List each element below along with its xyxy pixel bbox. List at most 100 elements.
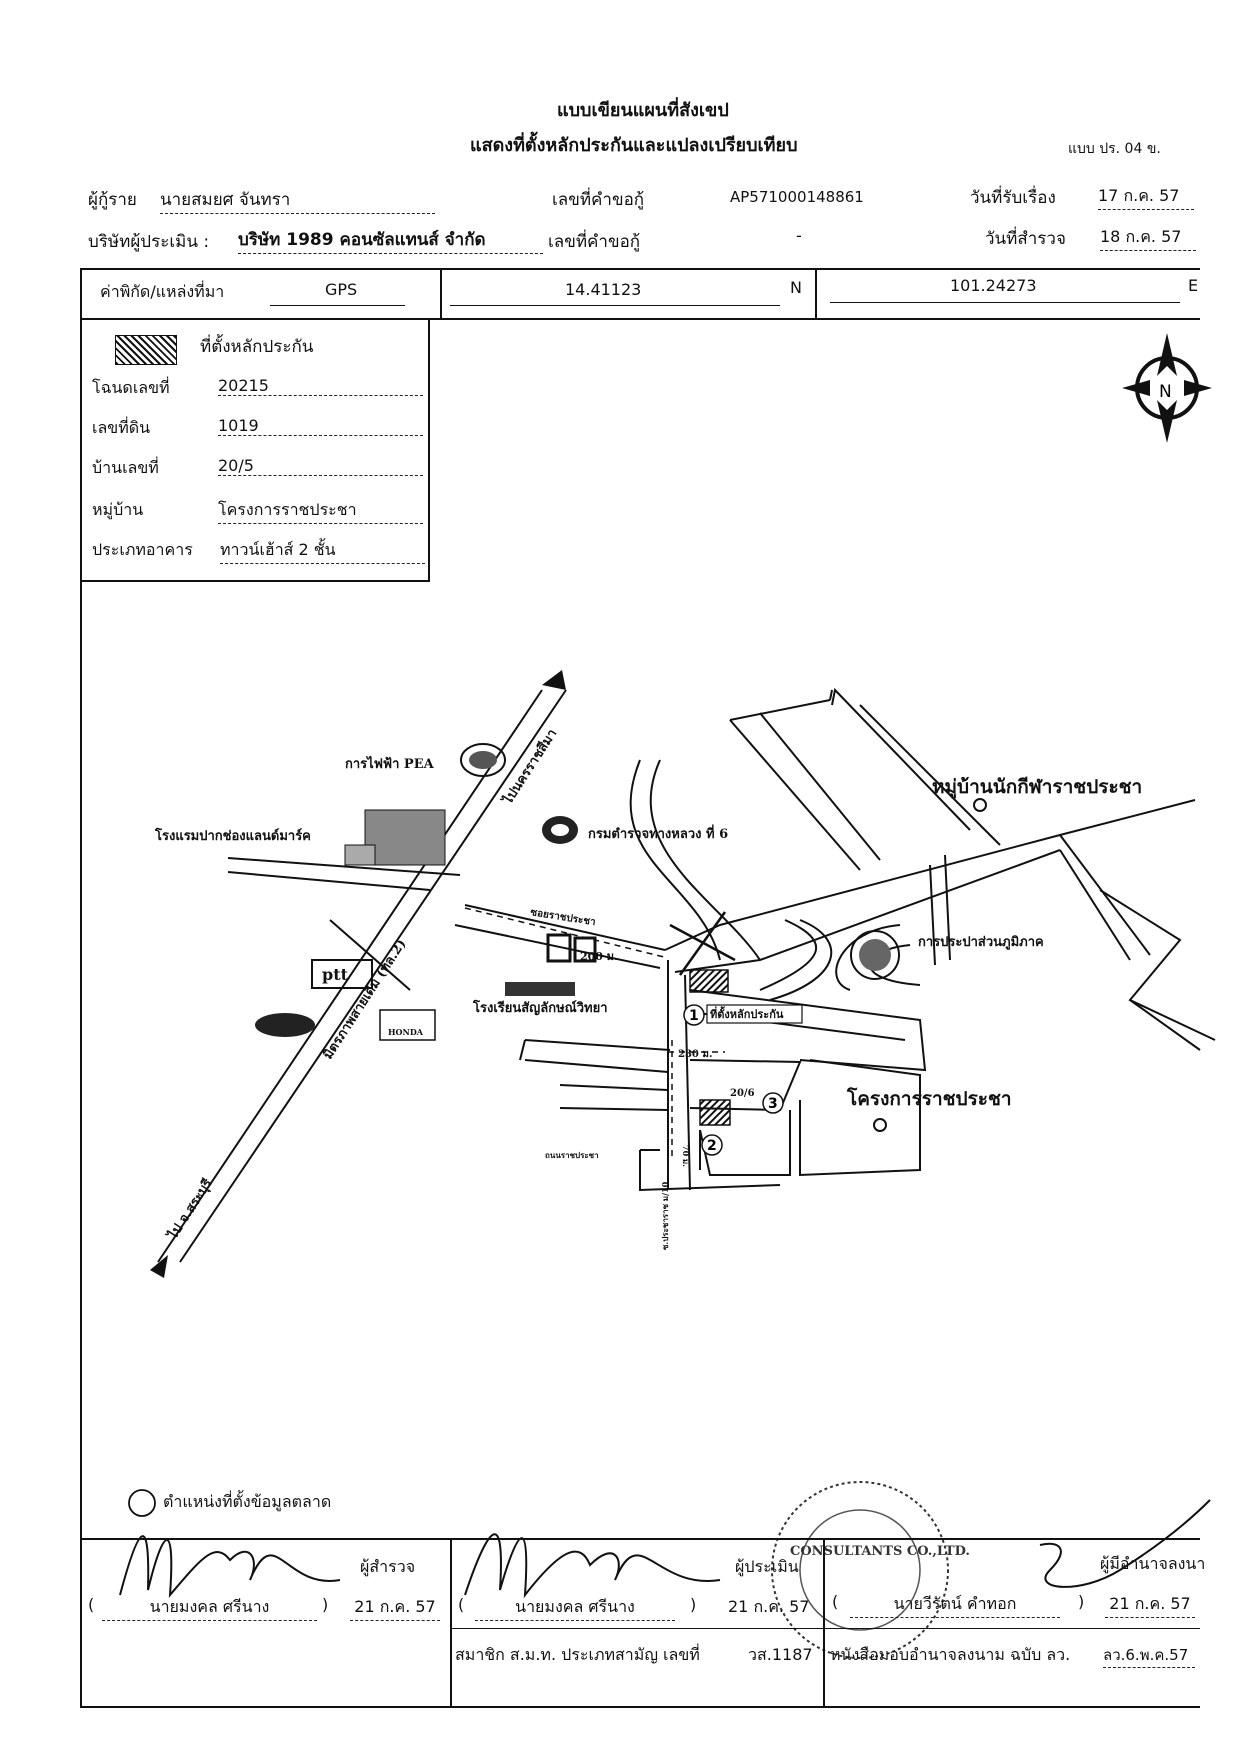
received-date: 17 ก.ค. 57 [1098, 184, 1194, 210]
compass-north-icon: N [1122, 333, 1212, 443]
legend-row-value: 20/5 [218, 456, 423, 476]
member-no: วส.1187 [748, 1645, 813, 1664]
label-to-korat: ไปนครราชสีมา [498, 726, 560, 809]
coords-label: ค่าพิกัด/แหล่งที่มา [100, 282, 225, 301]
coords-source: GPS [325, 280, 358, 299]
borrower-name: นายสมยศ จันทรา [160, 186, 435, 214]
company-stamp-icon: CONSULTANTS CO.,LTD. [771, 1481, 970, 1659]
project-marker-icon [873, 1118, 887, 1132]
coords-divider [80, 318, 1200, 320]
label-dist-70: 70 ม. [681, 1145, 691, 1167]
hotel-building-icon [344, 809, 446, 866]
coords-lat: 14.41123 [565, 280, 642, 299]
appraiser-sign-name: นายมงคล ศรีนาง [475, 1595, 675, 1621]
authorized-label: ผู้มีอำนาจลงนา [1100, 1554, 1206, 1573]
collateral-plot [689, 969, 729, 993]
marker-2 [701, 1134, 723, 1156]
label-honda: HONDA [388, 1027, 424, 1037]
appraiser-sign-label: ผู้ประเมิน [735, 1557, 799, 1576]
pea-logo-icon [460, 743, 506, 777]
appraiser-sign-date: 21 ก.ค. 57 [728, 1597, 810, 1616]
loan-no-2-label: เลขที่คำขอกู้ [548, 232, 641, 252]
label-soi: ซอยราชประชา [530, 906, 597, 928]
label-to-saraburi: ไป จ.สระบุรี [163, 1175, 216, 1243]
label-dist-200: 200 ม. [580, 950, 618, 963]
school-building-icon [505, 933, 597, 996]
legend-box-bottom [80, 580, 430, 582]
marker-3-label: 3 [768, 1096, 778, 1112]
label-village-top: หมู่บ้านนักกีฬาราชประชา [932, 776, 1142, 799]
legend-row-label: เลขที่ดิน [92, 418, 151, 437]
distance-lines [464, 907, 725, 1160]
appraiser-company: บริษัท 1989 คอนซัลแทนส์ จำกัด [238, 226, 543, 254]
village-marker-icon [973, 798, 987, 812]
document-subtitle: แสดงที่ตั้งหลักประกันและแปลงเปรียบเทียบ [470, 135, 798, 156]
surveyor-label: ผู้สำรวจ [360, 1557, 416, 1576]
legend-row-value: โครงการราชประชา [218, 498, 423, 524]
signature-divider-1 [450, 1538, 452, 1708]
marker-1-label: 1 [689, 1008, 699, 1024]
legend-row-value: 20215 [218, 376, 423, 396]
arrow-north-icon [542, 670, 566, 690]
collateral-legend-label: ที่ตั้งหลักประกัน [200, 337, 314, 357]
label-dist-230: 230 ม. [678, 1049, 712, 1060]
signature-surveyor-icon [119, 1535, 341, 1598]
loan-no-label: เลขที่คำขอกู้ [552, 190, 645, 210]
arrow-south-icon [150, 1255, 168, 1278]
highway-road [157, 689, 567, 1263]
police-badge-icon [542, 816, 578, 844]
form-code: แบบ ปร. 04 ข. [1068, 141, 1161, 157]
legend-row-label: บ้านเลขที่ [92, 458, 159, 477]
legend-row-label: หมู่บ้าน [92, 500, 144, 519]
water-authority-logo-icon [850, 930, 900, 980]
label-road-rajpracha: ถนนราชประชา [545, 1150, 599, 1160]
loan-no: AP571000148861 [730, 188, 864, 206]
market-note: ตำแหน่งที่ตั้งข้อมูลตลาด [163, 1492, 332, 1511]
member-label: สมาชิก ส.ม.ท. ประเภทสามัญ เลขที่ [455, 1645, 700, 1664]
compass-letter: N [1159, 382, 1172, 402]
marker-2-label: 2 [707, 1138, 717, 1154]
market-circle-icon [128, 1489, 156, 1517]
received-label: วันที่รับเรื่อง [970, 188, 1056, 208]
label-water: การประปาส่วนภูมิภาค [918, 935, 1044, 950]
coords-lat-dir: N [790, 278, 802, 297]
ford-logo-icon [255, 1013, 315, 1037]
label-house-no: 20/6 [730, 1088, 755, 1099]
crossing-mark [669, 911, 736, 976]
signature-top-line [80, 1538, 1200, 1540]
signature-divider-2 [823, 1538, 825, 1708]
surveyor-date: 21 ก.ค. 57 [350, 1595, 440, 1621]
label-ptt: ptt [322, 965, 349, 984]
coords-lon: 101.24273 [950, 276, 1037, 295]
collateral-hatch-swatch [115, 335, 177, 365]
authorized-date: 21 ก.ค. 57 [1105, 1592, 1195, 1618]
label-highway-police: กรมตำรวจทางหลวง ที่ 6 [588, 824, 728, 842]
survey-label: วันที่สำรวจ [985, 229, 1066, 249]
honda-logo-box [379, 1009, 436, 1041]
legend-row-value: ทาวน์เฮ้าส์ 2 ชั้น [220, 538, 425, 564]
frame-left [80, 268, 82, 1708]
coords-lon-dir: E [1188, 276, 1199, 295]
marker-3 [762, 1092, 784, 1114]
loan-no-2: - [796, 226, 802, 245]
marker-1 [683, 1004, 705, 1026]
label-collateral: ที่ตั้งหลักประกัน [710, 1006, 784, 1021]
label-hotel: โรงแรมปากช่องแลนด์มาร์ค [154, 827, 311, 844]
ptt-logo-box [311, 959, 373, 989]
legend-row-value: 1019 [218, 416, 423, 436]
document-title: แบบเขียนแผนที่สังเขป [557, 100, 729, 121]
survey-date: 18 ก.ค. 57 [1100, 225, 1196, 251]
stamp-text: CONSULTANTS CO.,LTD. [790, 1544, 970, 1559]
label-school: โรงเรียนสัญลักษณ์วิทยา [472, 999, 608, 1016]
label-soi-10: ซ.ประชาราช ม/10 [660, 1181, 670, 1250]
appraiser-label: บริษัทผู้ประเมิน : [88, 232, 210, 252]
label-project: โครงการราชประชา [846, 1087, 1012, 1110]
collateral-label-box [706, 1004, 803, 1024]
frame-top [80, 268, 1200, 270]
borrower-label: ผู้กู้ราย [88, 190, 137, 210]
signature-authorized-icon [1039, 1499, 1211, 1588]
power-date: ลว.6.พ.ค.57 [1103, 1643, 1195, 1668]
signature-appraiser-icon [464, 1533, 721, 1599]
label-pea: การไฟฟ้า PEA [345, 755, 435, 772]
